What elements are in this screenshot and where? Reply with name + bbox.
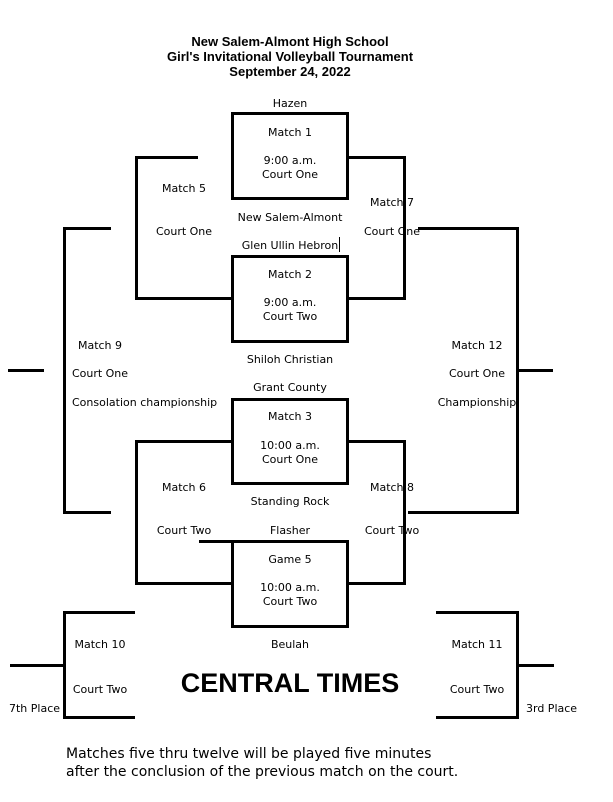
match-2-court: Court Two [262, 310, 318, 323]
third-place-label: 3rd Place [526, 702, 578, 715]
match-12-top-line [418, 227, 519, 230]
match-9-label: Consolation championship [72, 396, 218, 409]
text-cursor [339, 237, 340, 252]
match-5-bottom-line [135, 297, 233, 300]
match-11-vertical-line [516, 611, 519, 719]
match-11-top-line [436, 611, 519, 614]
match-9-title: Match 9 [77, 339, 123, 352]
champion-line [519, 369, 553, 372]
central-times-banner: CENTRAL TIMES [180, 668, 400, 698]
match-12-bottom-line [408, 511, 519, 514]
match-7-vertical-line [403, 156, 406, 300]
match-6-court: Court Two [156, 524, 212, 537]
match-10-court: Court Two [72, 683, 128, 696]
match-5-top-line [135, 156, 198, 159]
match-10-title: Match 10 [74, 638, 126, 651]
match-10-bottom-line [63, 716, 135, 719]
third-place-line [519, 664, 554, 667]
team-glen-ullin-hebron: Glen Ullin Hebron [241, 239, 339, 252]
seventh-place-label: 7th Place [9, 702, 61, 715]
game-5-court: Court Two [262, 595, 318, 608]
match-2-time: 9:00 a.m. [263, 296, 317, 309]
match-12-label: Championship [437, 396, 517, 409]
flasher-line [199, 540, 233, 543]
tournament-date: September 24, 2022 [229, 64, 351, 79]
match-5-court: Court One [155, 225, 213, 238]
match-11-bottom-line [436, 716, 519, 719]
match-10-vertical-line [63, 611, 66, 719]
team-new-salem-almont: New Salem-Almont [237, 211, 343, 224]
game-5-title: Game 5 [268, 553, 312, 566]
match-6-bottom-line [135, 582, 233, 585]
footnote-line-1: Matches five thru twelve will be played … [66, 746, 432, 762]
match-3-title: Match 3 [267, 410, 313, 423]
match-9-bottom-line [63, 511, 111, 514]
match-11-title: Match 11 [451, 638, 503, 651]
footnote-line-2: after the conclusion of the previous mat… [66, 764, 459, 780]
match-8-vertical-line [403, 440, 406, 585]
match-8-title: Match 8 [369, 481, 415, 494]
match-2-title: Match 2 [267, 268, 313, 281]
team-beulah: Beulah [270, 638, 310, 651]
match-1-court: Court One [261, 168, 319, 181]
match-10-top-line [63, 611, 135, 614]
match-1-title: Match 1 [267, 126, 313, 139]
match-9-vertical-line [63, 227, 66, 514]
match-1-time: 9:00 a.m. [263, 154, 317, 167]
team-grant-county: Grant County [253, 381, 327, 394]
tournament-school-title: New Salem-Almont High School [191, 34, 389, 49]
match-8-top-line [347, 440, 406, 443]
tournament-name-title: Girl's Invitational Volleyball Tournamen… [166, 49, 414, 64]
seventh-place-line [10, 664, 63, 667]
match-9-top-line [63, 227, 111, 230]
match-3-time: 10:00 a.m. [260, 439, 320, 452]
match-11-court: Court Two [449, 683, 505, 696]
team-shiloh-christian: Shiloh Christian [246, 353, 334, 366]
match-12-vertical-line [516, 227, 519, 514]
match-12-title: Match 12 [451, 339, 503, 352]
match-7-court: Court One [363, 225, 421, 238]
match-8-court: Court Two [364, 524, 420, 537]
match-5-title: Match 5 [161, 182, 207, 195]
match-7-bottom-line [347, 297, 406, 300]
match-6-top-line [135, 440, 233, 443]
match-3-court: Court One [261, 453, 319, 466]
match-6-title: Match 6 [161, 481, 207, 494]
consolation-winner-line [8, 369, 44, 372]
match-9-court: Court One [71, 367, 129, 380]
match-8-bottom-line [347, 582, 406, 585]
team-flasher: Flasher [269, 524, 311, 537]
match-6-vertical-line [135, 440, 138, 585]
match-5-vertical-line [135, 156, 138, 300]
match-7-title: Match 7 [369, 196, 415, 209]
match-12-court: Court One [448, 367, 506, 380]
game-5-time: 10:00 a.m. [260, 581, 320, 594]
match-7-top-line [347, 156, 406, 159]
team-standing-rock: Standing Rock [250, 495, 330, 508]
team-hazen: Hazen [272, 97, 308, 110]
